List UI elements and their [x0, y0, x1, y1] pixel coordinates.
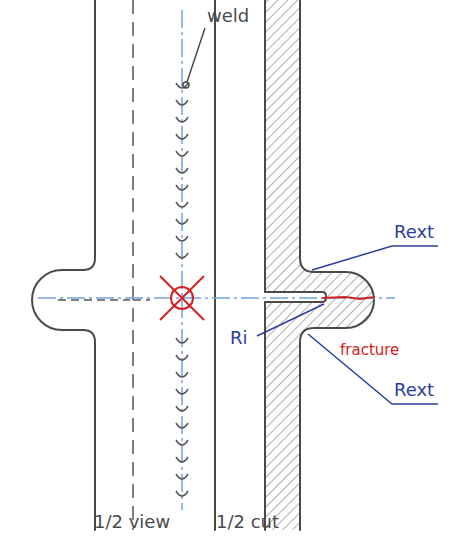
- crossed-circle: [160, 276, 204, 320]
- leader-line: [187, 28, 205, 82]
- radius-label: Ri: [228, 328, 250, 348]
- view-label: 1/2 view: [92, 512, 172, 532]
- view-label: 1/2 cut: [214, 512, 281, 532]
- fracture-label: fracture: [338, 342, 401, 359]
- leader-line: [312, 246, 438, 270]
- boss-bore: [265, 292, 326, 302]
- center-line: [38, 297, 395, 299]
- hidden-bore: [58, 299, 150, 301]
- inner-wall: [264, 0, 266, 292]
- leader-line: [257, 304, 324, 336]
- fracture-line: [322, 297, 375, 299]
- left-outline: [32, 0, 95, 530]
- section-hatching: [265, 0, 374, 530]
- radius-label: Rext: [392, 380, 436, 400]
- part-label: weld: [205, 6, 251, 26]
- leader-dot: [183, 82, 189, 88]
- half-divider: [214, 0, 216, 530]
- hidden-wall: [132, 0, 134, 530]
- weld-seam: [176, 83, 188, 496]
- inner-wall: [264, 302, 266, 530]
- leader-line: [308, 334, 438, 404]
- right-outline: [300, 0, 374, 530]
- radius-label: Rext: [392, 222, 436, 242]
